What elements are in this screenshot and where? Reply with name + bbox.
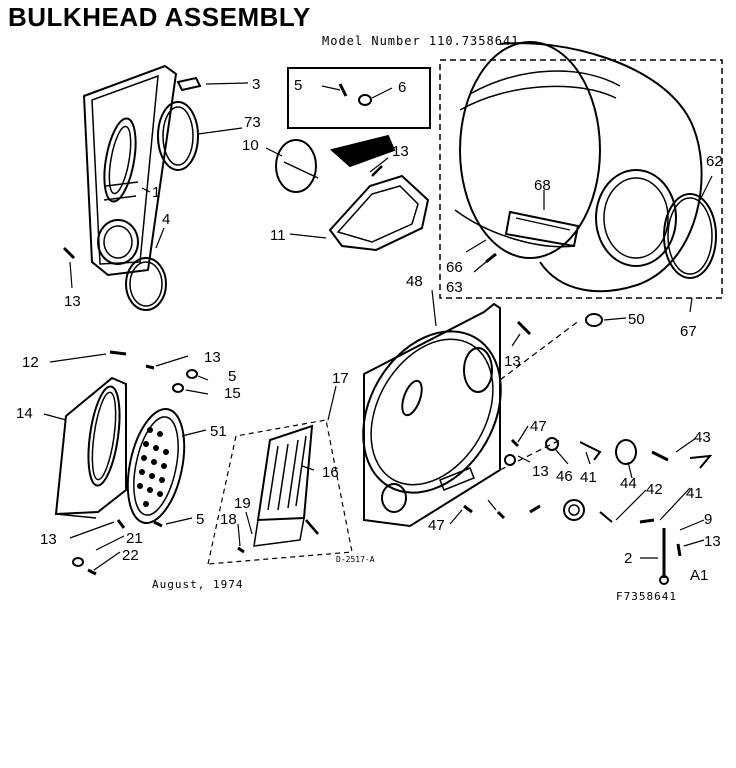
dryer-drum — [454, 41, 703, 293]
lint-housing — [54, 376, 127, 519]
callout-4: 4 — [162, 211, 170, 228]
catalog-number: F7358641 — [616, 590, 677, 603]
callout-11: 11 — [270, 227, 286, 244]
door-hardware — [463, 437, 713, 585]
part-4-ring — [125, 257, 167, 311]
callout-5: 5 — [294, 77, 302, 94]
heating-element — [253, 424, 319, 547]
callout-5: 5 — [228, 368, 236, 385]
part-6-nut — [358, 94, 372, 106]
callout-16: 16 — [322, 464, 339, 481]
callout-9: 9 — [704, 511, 712, 528]
callout-6: 6 — [398, 79, 406, 96]
model-number: Model Number 110.7358641 — [322, 34, 520, 48]
callout-10: 10 — [242, 137, 259, 154]
callout-41: 41 — [686, 485, 703, 502]
callout-48: 48 — [406, 273, 423, 290]
callout-73: 73 — [244, 114, 261, 131]
callout-17: 17 — [332, 370, 349, 387]
callout-13: 13 — [392, 143, 409, 160]
callout-13: 13 — [64, 293, 81, 310]
callout-13: 13 — [532, 463, 549, 480]
rear-bulkhead — [362, 302, 502, 528]
part-51-lint-screen — [126, 408, 186, 524]
callout-47: 47 — [530, 418, 547, 435]
front-bulkhead-panel — [82, 64, 178, 277]
callout-5: 5 — [196, 511, 204, 528]
callout-41: 41 — [580, 469, 597, 486]
callout-68: 68 — [534, 177, 551, 194]
callout-12: 12 — [22, 354, 39, 371]
part-50-bumper — [585, 313, 603, 327]
heater-boundary — [207, 419, 353, 565]
callout-19: 19 — [234, 495, 251, 512]
callout-63: 63 — [446, 279, 463, 296]
callout-1: 1 — [152, 184, 160, 201]
part-10-socket — [275, 139, 317, 193]
drawing-number: D-2517-A — [336, 555, 375, 564]
callout-13: 13 — [504, 353, 521, 370]
part-13-screw — [62, 246, 76, 260]
callout-51: 51 — [210, 423, 227, 440]
callout-3: 3 — [252, 76, 260, 93]
callout-18: 18 — [220, 511, 237, 528]
drum-boundary — [439, 59, 723, 299]
page-title: BULKHEAD ASSEMBLY — [8, 2, 311, 32]
parts-box — [287, 67, 431, 129]
callout-42: 42 — [646, 481, 663, 498]
callout-47: 47 — [428, 517, 445, 534]
callout-67: 67 — [680, 323, 697, 340]
part-73-seal — [157, 101, 199, 171]
callout-46: 46 — [556, 468, 573, 485]
callout-13: 13 — [704, 533, 721, 550]
callout-66: 66 — [446, 259, 463, 276]
callout-44: 44 — [620, 475, 637, 492]
part-3-clip — [176, 76, 202, 92]
part-11-duct — [328, 174, 430, 252]
callout-62: 62 — [706, 153, 723, 170]
callout-labels: 3 73 1 4 13 5 6 10 13 11 68 62 66 63 67 … — [16, 76, 723, 584]
callout-A1: A1 — [690, 567, 708, 584]
diagram-date: August, 1974 — [152, 578, 244, 591]
callout-21: 21 — [126, 530, 143, 547]
callout-13: 13 — [40, 531, 57, 548]
callout-13: 13 — [204, 349, 221, 366]
callout-43: 43 — [694, 429, 711, 446]
callout-15: 15 — [224, 385, 241, 402]
callout-50: 50 — [628, 311, 645, 328]
callout-14: 14 — [16, 405, 33, 422]
part-62-ring — [663, 193, 717, 279]
callout-22: 22 — [122, 547, 139, 564]
callout-2: 2 — [624, 550, 632, 567]
